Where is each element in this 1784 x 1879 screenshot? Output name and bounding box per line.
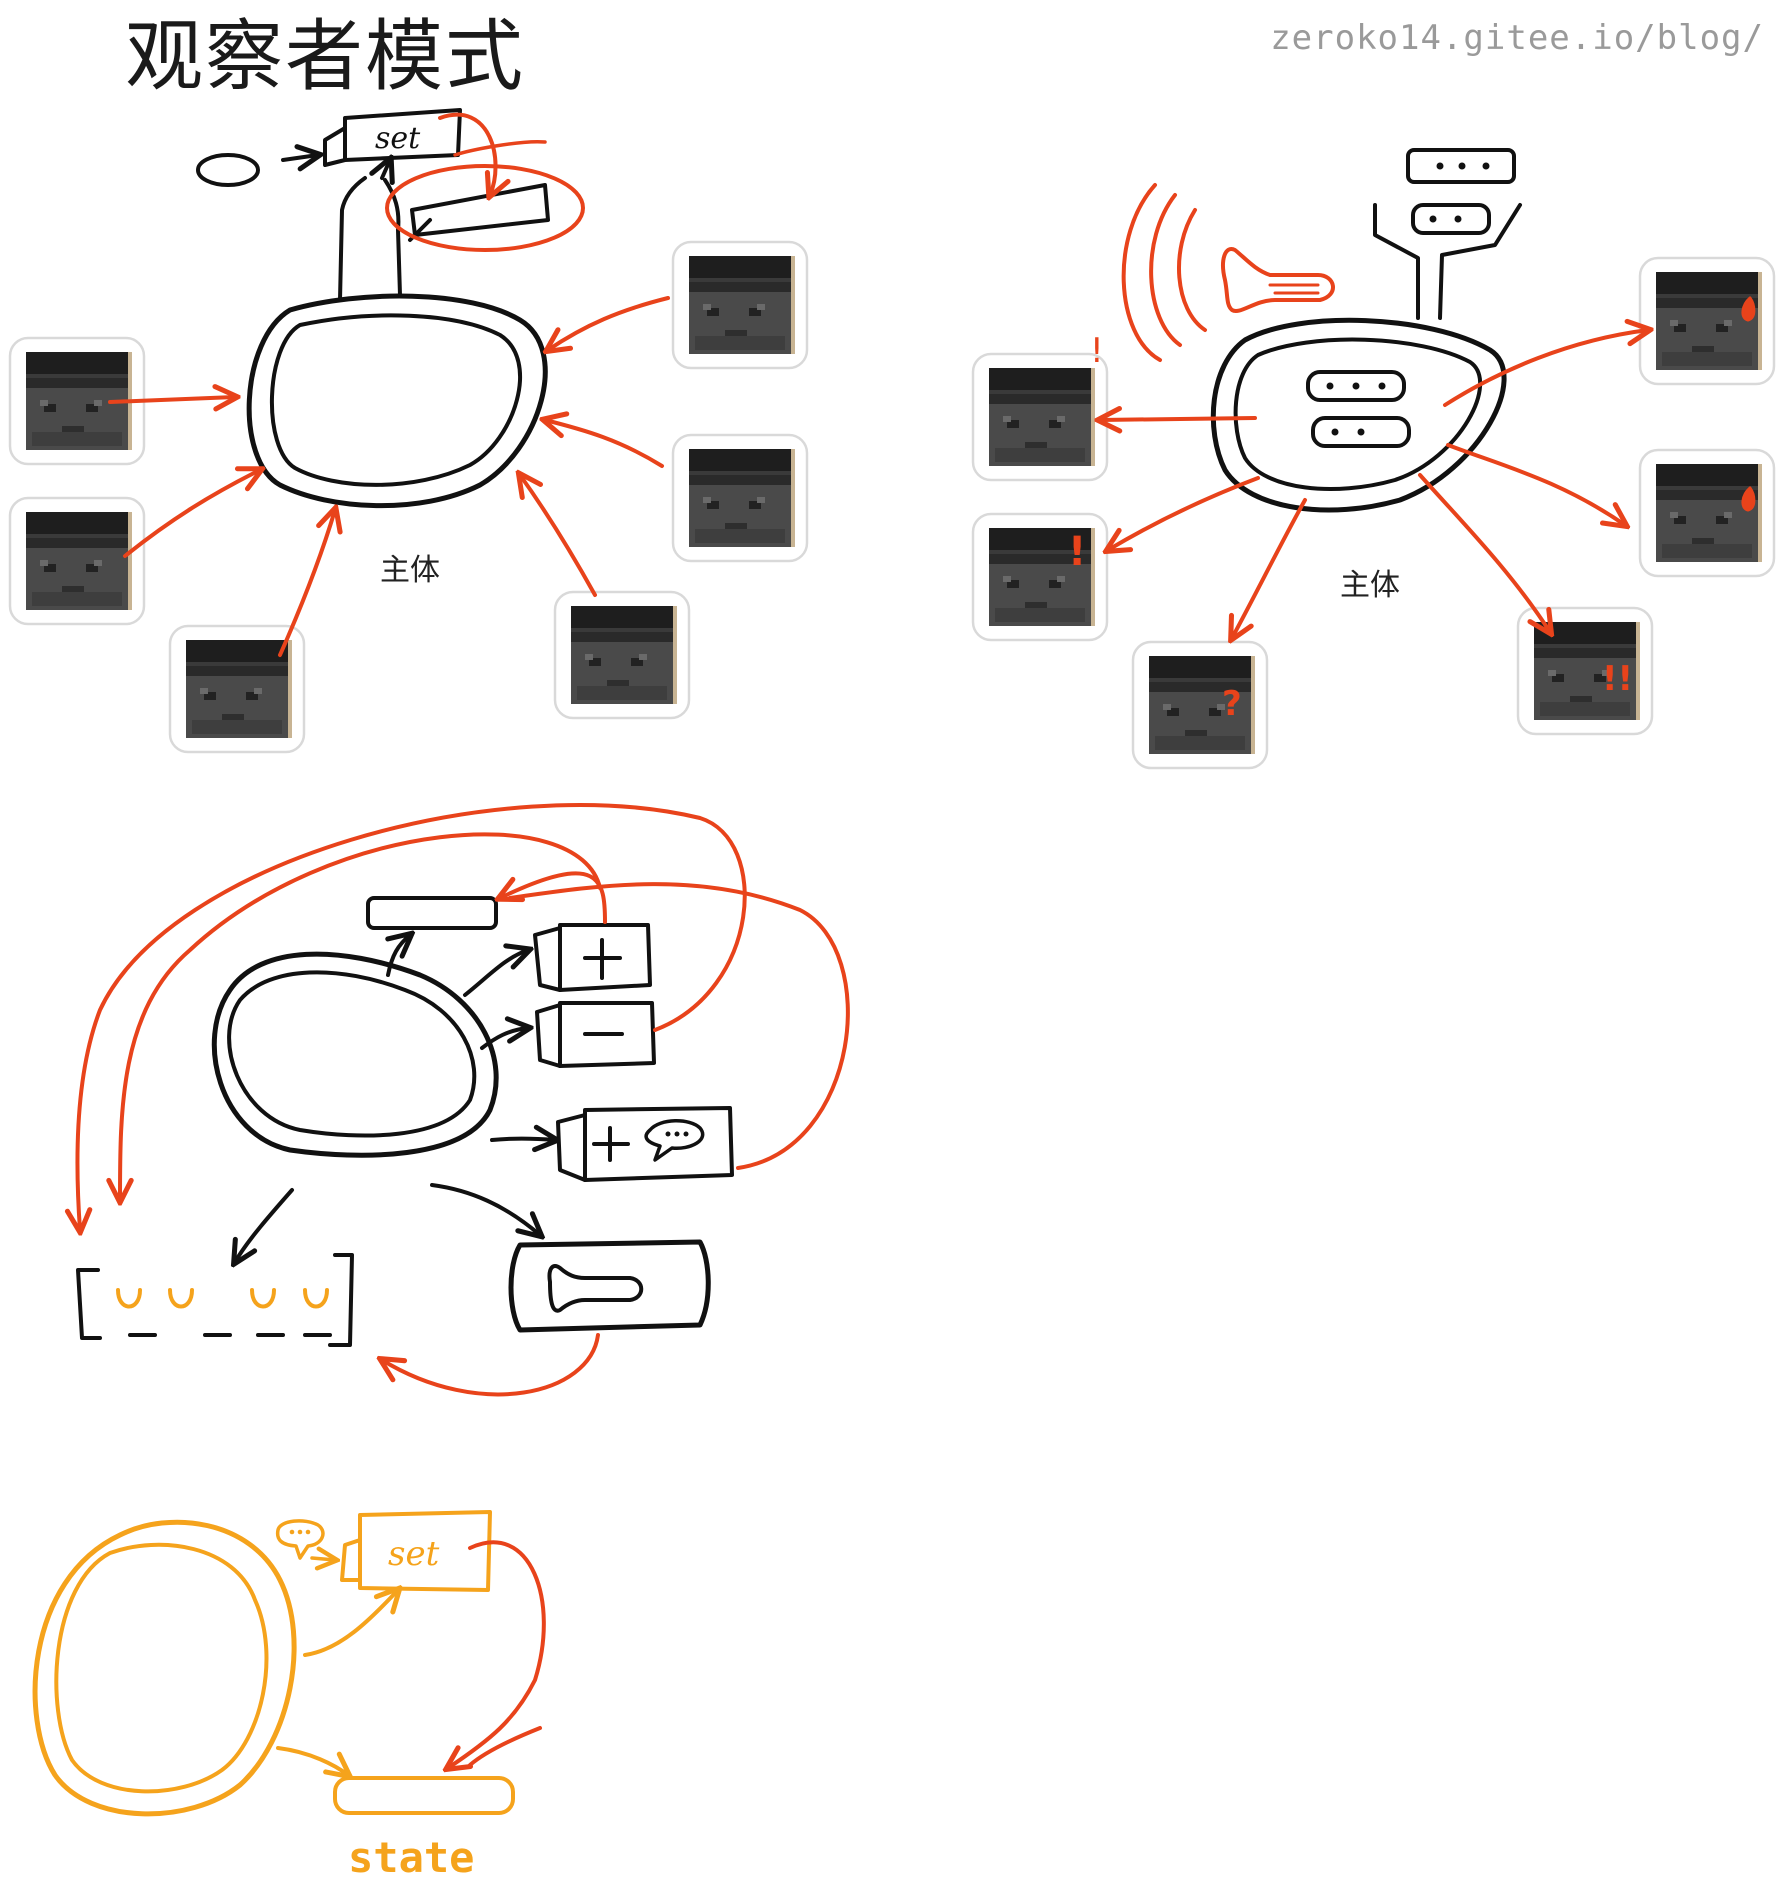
observer-list-bracket-left bbox=[76, 1268, 102, 1340]
observer-1-bottom-right bbox=[553, 590, 691, 720]
state4-pill bbox=[333, 1776, 515, 1815]
subject4-blob-outer bbox=[32, 1519, 297, 1817]
subject2-blob-inner bbox=[1233, 337, 1483, 491]
bubble-top bbox=[1406, 148, 1516, 184]
horn-icon bbox=[1221, 247, 1335, 313]
observer-1-left-bottom bbox=[8, 496, 146, 626]
observer-2-right-bottom bbox=[1638, 448, 1776, 578]
state4-label: state bbox=[348, 1833, 474, 1879]
bubble-mid bbox=[1411, 203, 1491, 235]
observer-2-left-bottom bbox=[971, 512, 1109, 642]
mark-exclaim-1: ! bbox=[1090, 331, 1104, 371]
setter4-label: set bbox=[388, 1534, 440, 1574]
subject-label-2: 主体 bbox=[1340, 568, 1400, 603]
diagram-observer-register: set bbox=[8, 108, 809, 754]
input-oval bbox=[196, 153, 260, 187]
subject3-blob-outer bbox=[211, 951, 499, 1158]
diagram-observer-notify: ! ! ? !! bbox=[971, 148, 1776, 770]
message-pill-1 bbox=[1306, 370, 1406, 402]
subject3-blob-inner bbox=[227, 970, 477, 1138]
mark-double-exclaim: !! bbox=[1602, 659, 1633, 699]
observer-list-bracket-right bbox=[328, 1253, 354, 1347]
state-highlight bbox=[385, 164, 585, 252]
message4-icon bbox=[275, 1519, 325, 1560]
state-rect bbox=[410, 183, 550, 237]
mark-question: ? bbox=[1222, 684, 1242, 724]
subject-blob-inner bbox=[270, 313, 523, 487]
observer-2-bottom bbox=[1131, 640, 1269, 770]
source-url: zeroko14.gitee.io/blog/ bbox=[1270, 18, 1764, 58]
horn3-icon bbox=[547, 1263, 644, 1313]
observer-1-right-bottom bbox=[671, 433, 809, 563]
observer-1-right-top bbox=[671, 240, 809, 370]
broadcast-box bbox=[508, 1239, 711, 1333]
subject-label-1: 主体 bbox=[380, 553, 440, 588]
observer-2-right-top bbox=[1638, 256, 1776, 386]
observer-list-rect bbox=[366, 896, 498, 930]
observer-2-left-top bbox=[971, 352, 1109, 482]
page-title: 观察者模式 bbox=[125, 12, 526, 102]
diagram-observer-api bbox=[76, 803, 850, 1397]
message-pill-2 bbox=[1311, 416, 1411, 448]
mark-exclaim-2: ! bbox=[1068, 529, 1086, 575]
subject2-blob-outer bbox=[1210, 317, 1507, 513]
diagram-state-setter: set state bbox=[32, 1510, 546, 1879]
subject4-blob-inner bbox=[54, 1542, 269, 1794]
setter-label: set bbox=[375, 121, 421, 156]
subject-blob-outer bbox=[246, 293, 548, 509]
